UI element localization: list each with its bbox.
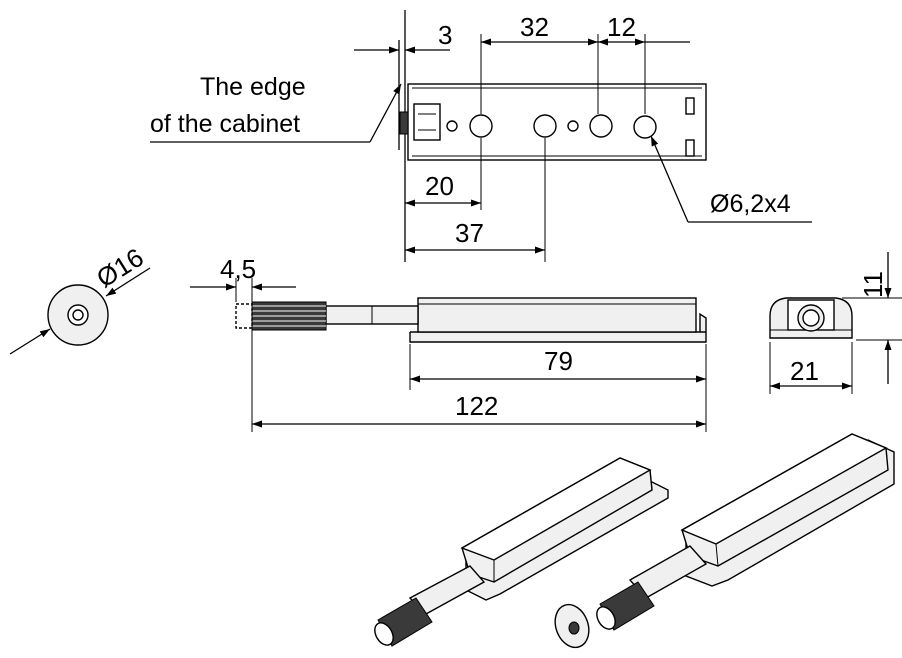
isometric-view-left: [374, 457, 669, 647]
top-view: 3 32 12 20 37 The edge of the cabinet Ø6…: [150, 10, 812, 262]
edge-label-line2: of the cabinet: [150, 110, 300, 138]
washer-view: Ø16: [9, 242, 151, 355]
dim-hole-offset: 12: [607, 12, 636, 42]
iso-washer-hole: [568, 621, 580, 635]
dim-end-height: 11: [858, 271, 888, 298]
dim-body-length: 79: [544, 346, 573, 376]
isometric-washer: [554, 603, 590, 649]
washer-hole: [72, 309, 84, 321]
hole-diameter-label: Ø6,2x4: [710, 190, 791, 218]
slot-1: [685, 97, 695, 115]
iso-right-top: [680, 433, 888, 545]
isometric-view-right: [596, 433, 895, 631]
dim-second-hole: 37: [455, 218, 484, 248]
dim-total-length: 122: [455, 391, 498, 421]
mounting-hole-2: [533, 114, 557, 138]
side-view: 4,5 79 122: [190, 254, 707, 432]
dim-end-width: 21: [790, 356, 819, 386]
side-tip-end: [235, 303, 253, 329]
dim-first-hole: 20: [425, 171, 454, 201]
side-body: [417, 297, 697, 333]
mounting-hole-4: [633, 115, 657, 139]
plate-connector: [413, 103, 441, 141]
edge-label-line1: The edge: [200, 73, 306, 101]
end-view: 11 21: [769, 252, 902, 394]
small-hole-2: [567, 120, 579, 132]
small-hole-1: [446, 120, 458, 132]
slot-2: [685, 139, 695, 157]
dim-hole-spacing: 32: [520, 12, 549, 42]
dim-edge-gap: 3: [438, 20, 452, 50]
mounting-hole-3: [589, 114, 613, 138]
mounting-hole-1: [469, 114, 493, 138]
washer-diameter-label: Ø16: [91, 242, 149, 293]
dim-tip-length: 4,5: [220, 254, 256, 284]
